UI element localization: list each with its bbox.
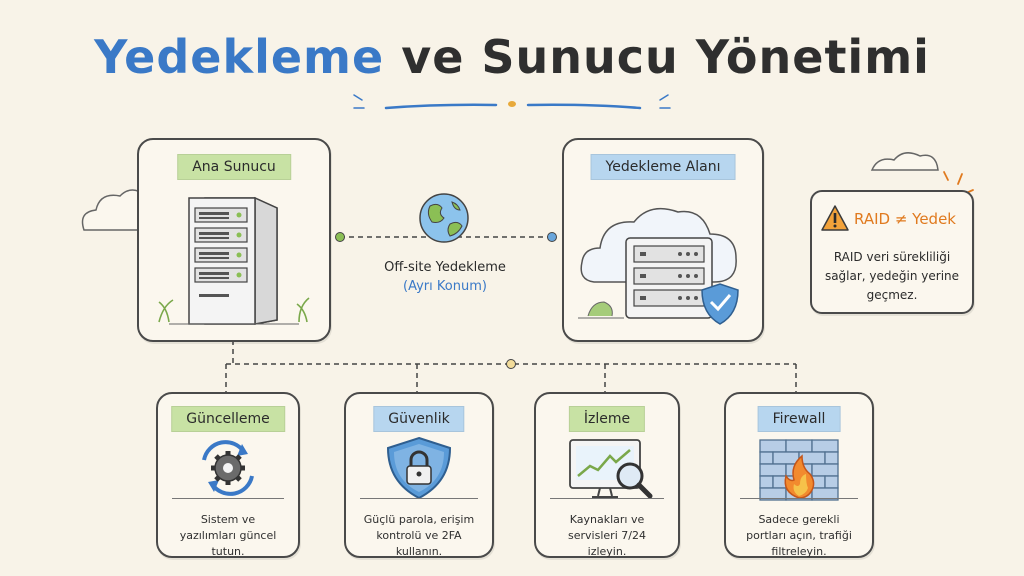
card-divider xyxy=(360,498,478,499)
firewall-label: Firewall xyxy=(757,406,841,432)
backup-area-label: Yedekleme Alanı xyxy=(590,154,736,180)
title-underline xyxy=(353,94,671,110)
shield-lock-icon xyxy=(386,436,452,500)
offsite-label: Off-site Yedekleme (Ayrı Konum) xyxy=(380,258,510,296)
offsite-line-2: (Ayrı Konum) xyxy=(403,279,487,294)
firewall-card: Firewall Sadece gerekli portları açın, t… xyxy=(724,392,874,558)
firewall-description: Sadece gerekli portları açın, trafiği fi… xyxy=(746,513,852,558)
update-label: Güncelleme xyxy=(171,406,285,432)
title-part-1: Yedekleme xyxy=(94,30,385,84)
backup-area-card: Yedekleme Alanı xyxy=(562,138,764,342)
connector-node xyxy=(506,359,516,369)
security-label: Güvenlik xyxy=(373,406,465,432)
offsite-line-1: Off-site Yedekleme xyxy=(384,260,506,275)
monitoring-card: İzleme Kaynakları ve servisleri 7/24 izl… xyxy=(534,392,680,558)
gear-refresh-icon xyxy=(202,440,254,496)
main-server-label: Ana Sunucu xyxy=(177,154,291,180)
monitor-chart-icon xyxy=(569,439,653,499)
security-card: Güvenlik Güçlü parola, erişim kontrolü v… xyxy=(344,392,494,558)
globe-icon xyxy=(419,193,469,243)
raid-description: RAID veri sürekliliği sağlar, yedeğin ye… xyxy=(824,250,960,302)
title-part-2: ve Sunucu Yönetimi xyxy=(401,30,930,84)
firewall-icon xyxy=(759,439,839,501)
cloud-server-icon xyxy=(578,207,739,325)
server-tower-icon xyxy=(158,196,310,325)
update-description: Sistem ve yazılımları güncel tutun. xyxy=(179,513,277,558)
warning-icon xyxy=(821,205,849,231)
card-divider xyxy=(550,498,664,499)
security-description: Güçlü parola, erişim kontrolü ve 2FA kul… xyxy=(363,513,475,558)
monitoring-description: Kaynakları ve servisleri 7/24 izleyin. xyxy=(568,513,646,558)
connector-node xyxy=(335,232,345,242)
card-divider xyxy=(740,498,858,499)
raid-note-card: RAID ≠ Yedek RAID veri sürekliliği sağla… xyxy=(810,190,974,314)
update-card: Güncelleme Sistem ve yazılımları güncel … xyxy=(156,392,300,558)
monitoring-label: İzleme xyxy=(568,406,646,432)
page-title: Yedekleme ve Sunucu Yönetimi xyxy=(0,30,1024,84)
card-divider xyxy=(172,498,284,499)
main-server-card: Ana Sunucu xyxy=(137,138,331,342)
branch-connector xyxy=(225,340,797,392)
raid-title: RAID ≠ Yedek xyxy=(854,210,956,228)
connector-node xyxy=(547,232,557,242)
